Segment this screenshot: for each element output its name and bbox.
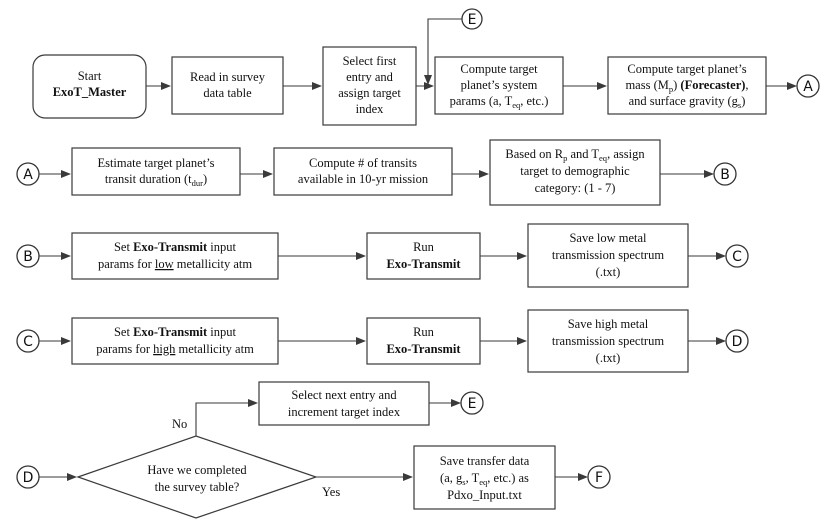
save-transfer-line1: Save transfer data (440, 454, 530, 468)
compute-mass-box (607, 56, 767, 115)
connector-c-out (725, 244, 749, 268)
select-next-line2: increment target index (288, 405, 401, 419)
set-low-params-box (71, 232, 279, 280)
num-transits-line1: Compute # of transits (309, 156, 417, 170)
select-first-line1: Select first (343, 54, 397, 68)
demographic-category-box (489, 139, 661, 206)
select-next-box (258, 381, 430, 426)
transit-duration-box (71, 147, 241, 196)
run-exo-transmit-low-box (366, 232, 481, 280)
compute-params-line2: planet’s system (461, 78, 538, 92)
save-low-line3: (.txt) (596, 265, 621, 279)
save-high-line3: (.txt) (596, 351, 621, 365)
arrow-no-to-select-next (195, 399, 258, 436)
compute-params-box (434, 56, 564, 115)
connector-c-in-label: C (23, 334, 33, 350)
arrow-e-to-compute (424, 18, 462, 85)
save-high-spectrum-box (527, 309, 689, 373)
connector-b-out (713, 162, 737, 186)
select-first-line4: index (356, 102, 385, 116)
read-survey-box (171, 56, 284, 115)
demographic-category-line1: Based on Rp and Teq, assign (505, 147, 645, 163)
save-transfer-line2: (a, gs, Teq, etc.) as (440, 471, 529, 487)
connector-e-out (460, 391, 484, 415)
num-transits-line2: available in 10-yr mission (298, 172, 429, 186)
compute-mass-line3: and surface gravity (gs) (629, 94, 746, 110)
connector-b-out-label: B (720, 167, 730, 183)
set-high-params-line2: params for high metallicity atm (96, 342, 254, 356)
save-low-line1: Save low metal (569, 231, 647, 245)
save-high-line1: Save high metal (568, 317, 649, 331)
compute-mass-line2: mass (Mp) (Forecaster), (625, 78, 748, 94)
connector-a-out (796, 74, 820, 98)
connector-d-out-label: D (732, 334, 743, 350)
connector-d-in-label: D (23, 470, 34, 486)
start-label: Start (78, 69, 102, 83)
compute-params-line3: params (a, Teq, etc.) (450, 94, 549, 110)
compute-mass-line1: Compute target planet’s (627, 62, 746, 76)
connector-d-out (725, 329, 749, 353)
connector-f-label: F (595, 470, 603, 486)
set-low-params-line1: Set Exo-Transmit input (114, 240, 237, 254)
no-label: No (172, 417, 187, 431)
connector-c-out-label: C (732, 249, 742, 265)
yes-label: Yes (322, 485, 340, 499)
start-program-label: ExoT_Master (53, 85, 127, 99)
save-low-line2: transmission spectrum (552, 248, 664, 262)
decision-line2: the survey table? (155, 480, 240, 494)
run-low-line2: Exo-Transmit (386, 257, 461, 271)
connector-a-in-label: A (23, 167, 33, 183)
select-first-line2: entry and (346, 70, 394, 84)
run-high-line1: Run (413, 325, 435, 339)
connector-e-top-label: E (468, 12, 477, 28)
survey-complete-decision (76, 435, 318, 519)
run-high-line2: Exo-Transmit (386, 342, 461, 356)
connector-a-out-label: A (803, 79, 813, 95)
num-transits-box (273, 147, 453, 196)
connector-e-out-label: E (468, 396, 477, 412)
save-low-spectrum-box (527, 223, 689, 288)
save-transfer-box (413, 445, 556, 510)
select-first-line3: assign target (338, 86, 401, 100)
compute-params-line1: Compute target (460, 62, 538, 76)
save-transfer-line3: Pdxo_Input.txt (447, 488, 522, 502)
save-high-line2: transmission spectrum (552, 334, 664, 348)
set-high-params-line1: Set Exo-Transmit input (114, 325, 237, 339)
select-first-box (322, 46, 417, 126)
decision-line1: Have we completed (147, 463, 247, 477)
transit-duration-line1: Estimate target planet’s (97, 156, 214, 170)
read-survey-line2: data table (203, 86, 252, 100)
demographic-category-line2: target to demographic (520, 164, 630, 178)
connector-b-in-label: B (23, 249, 33, 265)
set-low-params-line2: params for low metallicity atm (98, 257, 252, 271)
run-low-line1: Run (413, 240, 435, 254)
transit-duration-line2: transit duration (tdur) (105, 172, 207, 188)
demographic-category-line3: category: (1 - 7) (535, 181, 616, 195)
read-survey-line1: Read in survey (190, 70, 266, 84)
set-high-params-box (71, 317, 279, 365)
connector-f (587, 465, 611, 489)
select-next-line1: Select next entry and (291, 388, 397, 402)
